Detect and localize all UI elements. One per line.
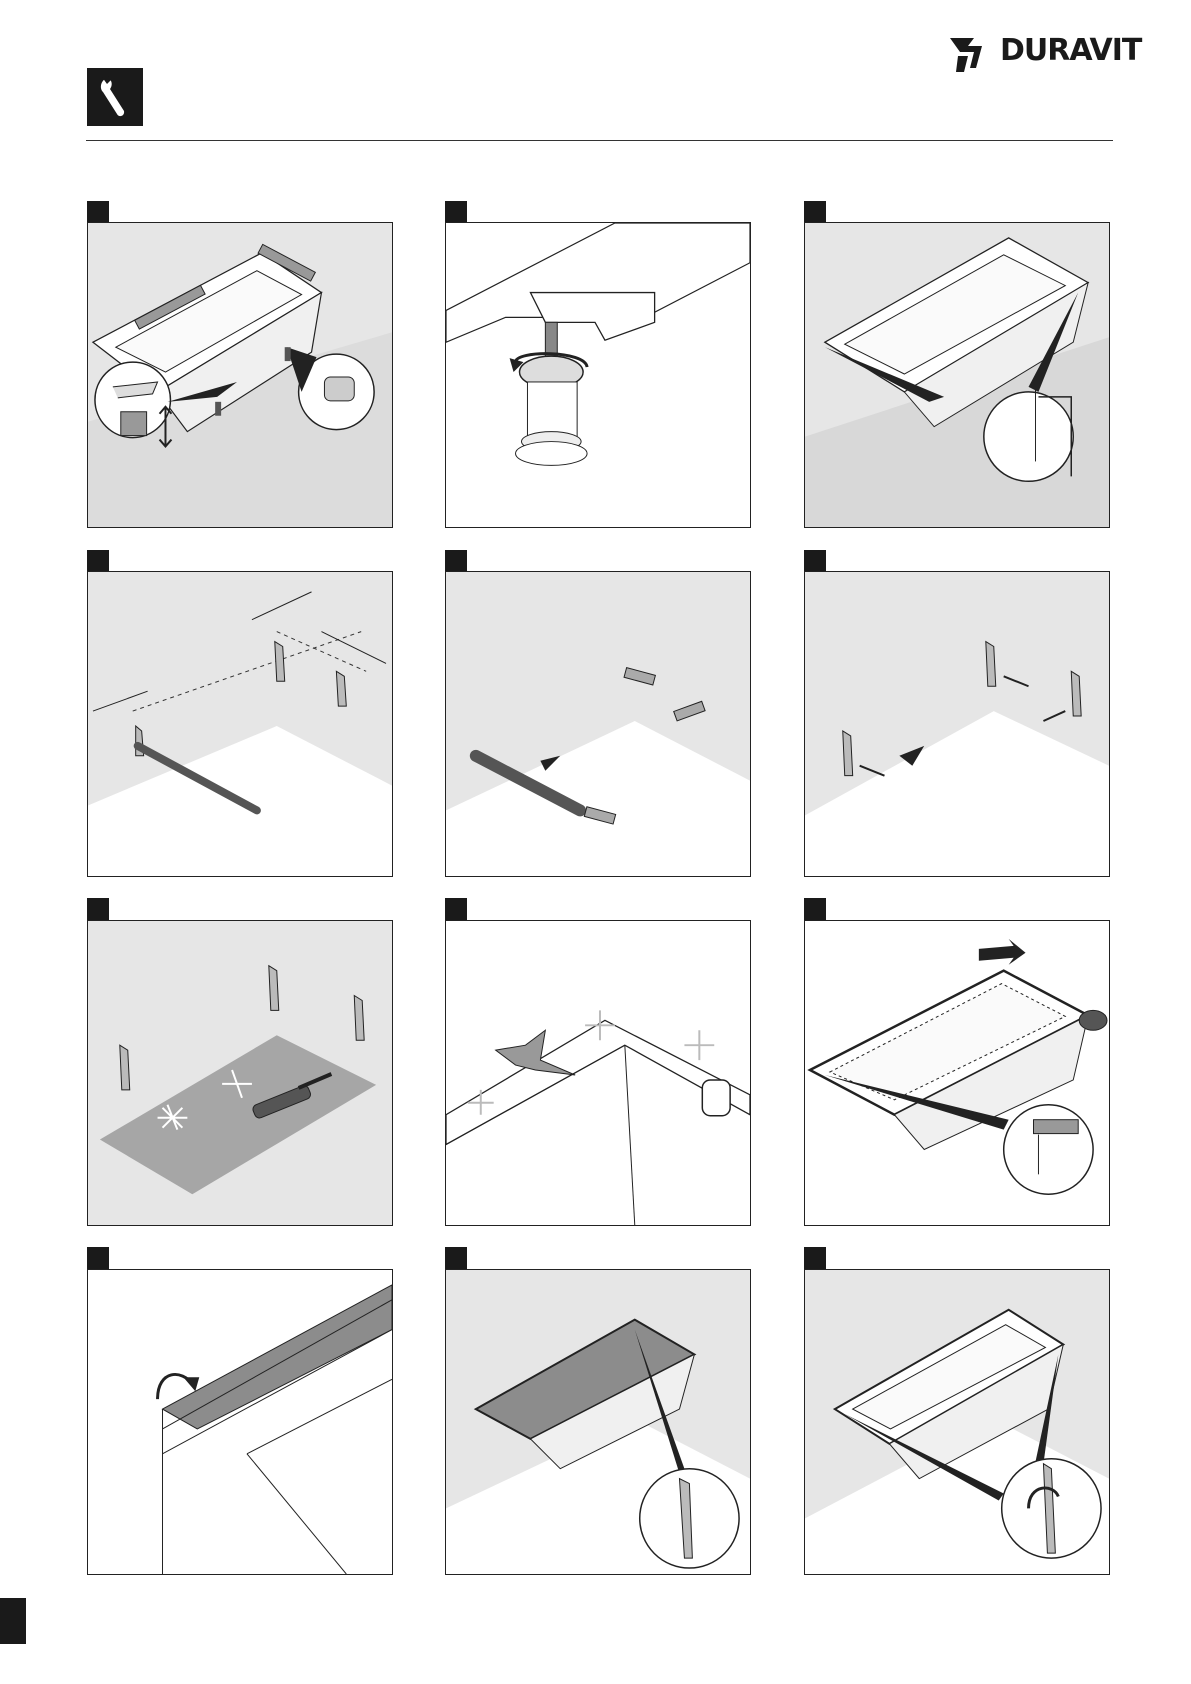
- step-badge-11: [445, 1247, 467, 1269]
- step-panel-5: [445, 571, 751, 877]
- step-badge-10: [87, 1247, 109, 1269]
- illustration-drill-dowels: [446, 572, 750, 876]
- tool-badge: [87, 68, 143, 126]
- logo-mark-icon: [948, 32, 1008, 74]
- step-panel-6: [804, 571, 1110, 877]
- step-badge-3: [804, 201, 826, 223]
- step-panel-10: [87, 1269, 393, 1575]
- illustration-sealing-tape: [805, 921, 1109, 1225]
- illustration-screw-brackets: [805, 572, 1109, 876]
- step-panel-4: [87, 571, 393, 877]
- wrench-icon: [87, 68, 143, 126]
- step-panel-9: [804, 920, 1110, 1226]
- illustration-fold-strip: [88, 1270, 392, 1574]
- illustration-tub-feet: [88, 223, 392, 527]
- illustration-clean-rim: [446, 921, 750, 1225]
- step-badge-12: [804, 1247, 826, 1269]
- step-panel-7: [87, 920, 393, 1226]
- page-side-tab: [0, 1598, 26, 1644]
- step-panel-3: [804, 222, 1110, 528]
- illustration-foot-thread: [446, 223, 750, 527]
- step-badge-9: [804, 898, 826, 920]
- step-panel-12: [804, 1269, 1110, 1575]
- step-badge-6: [804, 550, 826, 572]
- illustration-clean-floor: [88, 921, 392, 1225]
- illustration-hang-tub: [446, 1270, 750, 1574]
- brand-name: DURAVIT: [1000, 34, 1141, 68]
- step-badge-1: [87, 201, 109, 223]
- illustration-mark-wall: [805, 223, 1109, 527]
- step-panel-11: [445, 1269, 751, 1575]
- step-panel-2: [445, 222, 751, 528]
- step-badge-5: [445, 550, 467, 572]
- illustration-tub-installed: [805, 1270, 1109, 1574]
- step-badge-2: [445, 201, 467, 223]
- header-divider: [86, 140, 1113, 141]
- step-badge-8: [445, 898, 467, 920]
- step-badge-7: [87, 898, 109, 920]
- step-panel-8: [445, 920, 751, 1226]
- illustration-measure-brackets: [88, 572, 392, 876]
- step-panel-1: [87, 222, 393, 528]
- step-badge-4: [87, 550, 109, 572]
